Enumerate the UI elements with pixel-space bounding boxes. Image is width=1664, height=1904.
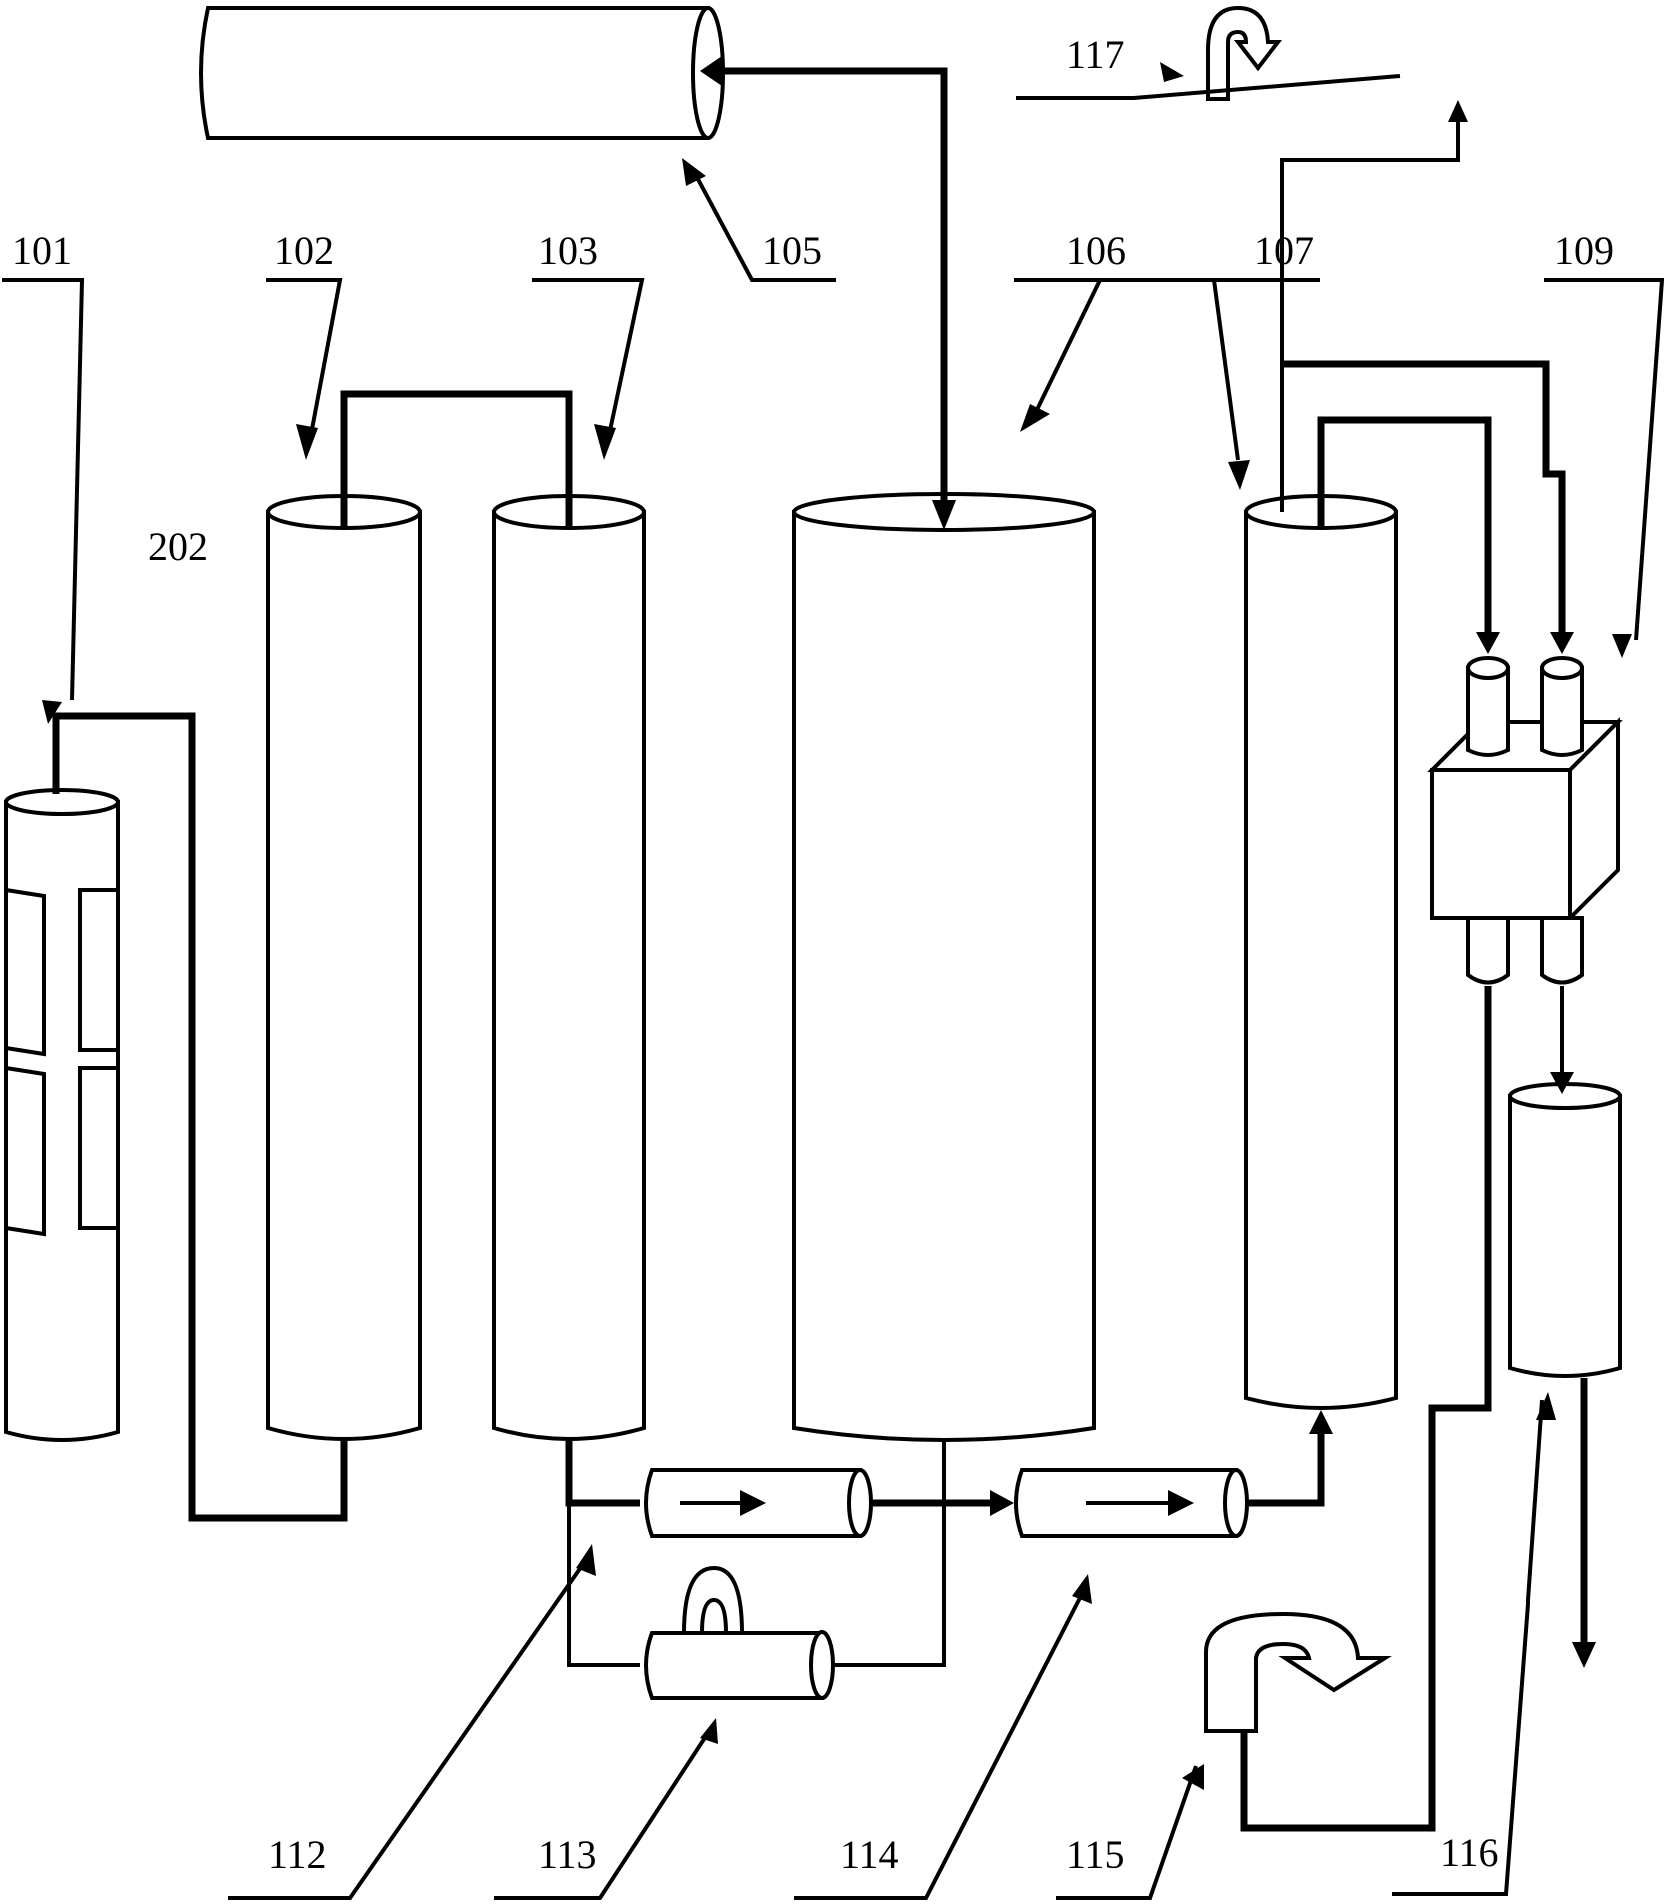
- leader-lines: [2, 62, 1664, 1900]
- column-102: [266, 494, 422, 1441]
- column-106: [792, 492, 1096, 1442]
- label-116: 116: [1440, 1830, 1499, 1875]
- pump-113: [644, 1565, 835, 1700]
- outlet-valve-117: [1206, 5, 1283, 101]
- piping: [52, 56, 1596, 1832]
- flow-meter-114: [1014, 1468, 1249, 1538]
- label-115: 115: [1066, 1832, 1125, 1877]
- collection-vessel-116: [1508, 1082, 1622, 1378]
- label-112: 112: [268, 1832, 327, 1877]
- column-103: [492, 494, 646, 1441]
- label-102: 102: [274, 228, 334, 273]
- label-109: 109: [1554, 228, 1614, 273]
- column-101: [3, 788, 120, 1442]
- column-107: [1244, 494, 1398, 1410]
- label-101: 101: [12, 228, 72, 273]
- label-202: 202: [148, 524, 208, 569]
- label-105: 105: [762, 228, 822, 273]
- label-103: 103: [538, 228, 598, 273]
- cube-module-109: [1427, 656, 1623, 985]
- label-107: 107: [1254, 228, 1314, 273]
- label-114: 114: [840, 1832, 899, 1877]
- flow-meter-112: [644, 1468, 873, 1538]
- storage-tank-105: [199, 6, 725, 140]
- label-113: 113: [538, 1832, 597, 1877]
- label-117: 117: [1066, 32, 1125, 77]
- labels: 101 102 103 105 106 107 109 112 113 114 …: [12, 32, 1614, 1877]
- label-106: 106: [1066, 228, 1126, 273]
- recirculation-valve-115: [1204, 1611, 1392, 1733]
